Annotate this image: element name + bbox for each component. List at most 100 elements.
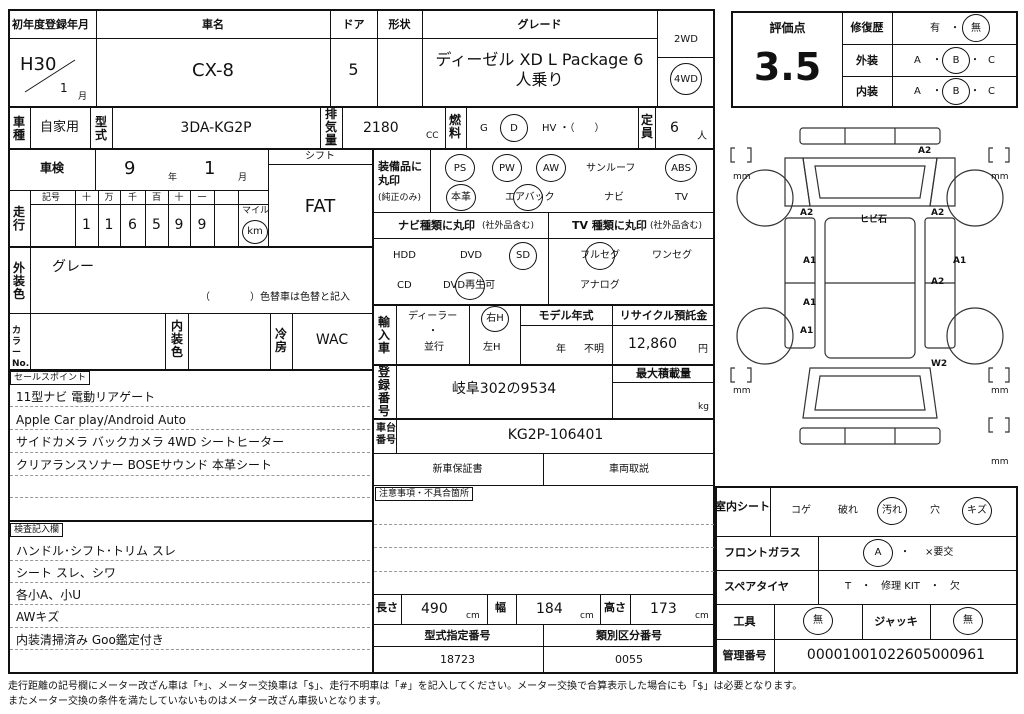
score-value: 3.5 [753, 45, 822, 89]
windshield-replace: ×要交 [925, 547, 954, 558]
mileage-digit-4: 9 [174, 217, 184, 233]
import-label: 輸入車 [377, 315, 390, 355]
inspection-month: 1 [204, 158, 216, 179]
recycle-label: リサイクル預託金 [619, 309, 708, 322]
km-circle [242, 220, 268, 244]
seat-tear: 破れ [838, 505, 858, 516]
footer-line1: 走行距離の記号欄にメーター改ざん車は「*」、メーター交換車は「$」、走行不明車は… [8, 681, 803, 692]
mm-label-rr: mm [991, 386, 1009, 396]
repair-dot: ・ [950, 23, 960, 34]
name-label: 車名 [202, 18, 224, 31]
tv-label: TV 種類に丸印 [572, 219, 647, 232]
interior-dot1: ・ [932, 86, 942, 97]
navi-dvdplay: DVD再生可 [443, 280, 496, 291]
inspector-line-0: ハンドル･シフト･トリム スレ [16, 544, 176, 558]
tv-oneseg: ワンセグ [652, 250, 692, 261]
equip-sunroof: サンルーフ [586, 163, 636, 174]
door-count: 5 [348, 60, 359, 79]
use-value: 自家用 [40, 120, 80, 135]
sales-line-1: Apple Car play/Android Auto [16, 413, 186, 427]
model-year-unknown: 不明 [584, 344, 604, 355]
mile-label: マイル [242, 206, 270, 216]
mileage-unit-3: 百 [151, 193, 161, 203]
score-box [731, 11, 1018, 108]
model-value: 3DA-KG2P [180, 120, 252, 136]
equip-aw-circle [536, 154, 566, 182]
shift-label: シフト [305, 151, 335, 162]
import-left: 左H [483, 342, 501, 353]
mileage-digit-5: 9 [197, 217, 207, 233]
inspector-line-3: AWキズ [16, 610, 60, 624]
length-value: 490 [421, 601, 448, 617]
damage-mark-9: W2 [931, 359, 948, 369]
tv-fullseg: フルセグ [580, 250, 620, 261]
inspection-label: 車検 [40, 161, 65, 175]
interior-label: 内装 [856, 85, 878, 98]
navi-hdd: HDD [393, 250, 416, 261]
width-value: 184 [536, 601, 563, 617]
repair-no: 無 [971, 23, 981, 34]
width-label: 幅 [495, 601, 506, 614]
interior-b: B [952, 86, 960, 97]
equip-ps-circle [445, 154, 475, 182]
damage-mark-5: A1 [953, 256, 967, 266]
repair-label: 修復歴 [850, 21, 884, 34]
control-value: 00001001022605000961 [806, 647, 986, 663]
first-reg-label: 初年度登録年月 [12, 18, 89, 31]
fuel-d: D [510, 123, 518, 134]
cc-unit: CC [426, 131, 439, 141]
exterior-a: A [914, 55, 921, 66]
windshield-dot: ・ [900, 547, 910, 558]
registration-label: 登録番号 [377, 365, 390, 418]
chassis-label: 車台番号 [376, 423, 396, 446]
import-dealer: ディーラー [408, 311, 458, 322]
interior-dot2: ・ [970, 86, 980, 97]
jack-label: ジャッキ [874, 615, 918, 628]
equip-leather: 本革 [451, 192, 471, 203]
mm-label-fl: mm [733, 172, 751, 182]
seat-dirt: 汚れ [882, 505, 902, 516]
equip-abs-circle [665, 154, 697, 182]
mileage-label: 走行 [12, 205, 25, 232]
import-right: 右H [486, 313, 504, 324]
navi-sd: SD [515, 250, 531, 261]
exterior-dot2: ・ [970, 55, 980, 66]
navi-sd-circle [509, 242, 537, 270]
first-reg-month-unit: 月 [78, 92, 88, 102]
spare-options: T ・ 修理 KIT ・ 欠 [845, 581, 960, 592]
color-no-label: カラーNo. [12, 326, 30, 369]
damage-mark-0: A2 [918, 146, 932, 156]
max-load-kg: kg [698, 402, 709, 412]
inspector-line-2: 各小A、小U [16, 588, 81, 602]
width-cm: cm [580, 611, 594, 621]
mm-label-spare: mm [991, 457, 1009, 467]
damage-mark-3: ヒビ石 [860, 215, 888, 225]
height-cm: cm [695, 611, 709, 621]
sales-line-3: クリアランスソナー BOSEサウンド 本革シート [16, 458, 273, 472]
seat-label: 室内シート [715, 500, 770, 513]
model-year-unit: 年 [556, 344, 566, 355]
equip-pw: PW [499, 163, 515, 174]
navi-dvd: DVD [460, 250, 483, 261]
exterior-b: B [952, 55, 960, 66]
mileage-digit-1: 1 [104, 217, 114, 233]
inspection-year-unit: 年 [168, 173, 178, 183]
registration-value: 岐阜302の9534 [451, 381, 557, 397]
fuel-g: G [480, 123, 488, 134]
footer-line2: またメーター交換の条件を満たしていないものはメーター改ざん車扱いとなります。 [8, 696, 387, 707]
sales-points-tag: セールスポイント [10, 371, 91, 385]
seat-scratch: キズ [967, 505, 987, 516]
class-no-label: 類別区分番号 [596, 629, 662, 642]
main-form [8, 9, 715, 674]
inspector-line-4: 内装清掃済み Goo鑑定付き [16, 633, 164, 647]
mileage-unit-1: 万 [104, 193, 114, 203]
drive-2wd: 2WD [674, 34, 698, 45]
damage-mark-2: A2 [931, 208, 945, 218]
equipment-label: 装備品に丸印 [378, 160, 422, 187]
exterior-dot1: ・ [932, 55, 942, 66]
inspector-tag: 検査記入欄 [10, 523, 64, 537]
windshield-label: フロントガラス [724, 546, 801, 559]
equip-aw: AW [542, 163, 560, 174]
mileage-symbol-label: 記号 [42, 193, 61, 203]
mileage-digit-0: 1 [82, 217, 91, 233]
